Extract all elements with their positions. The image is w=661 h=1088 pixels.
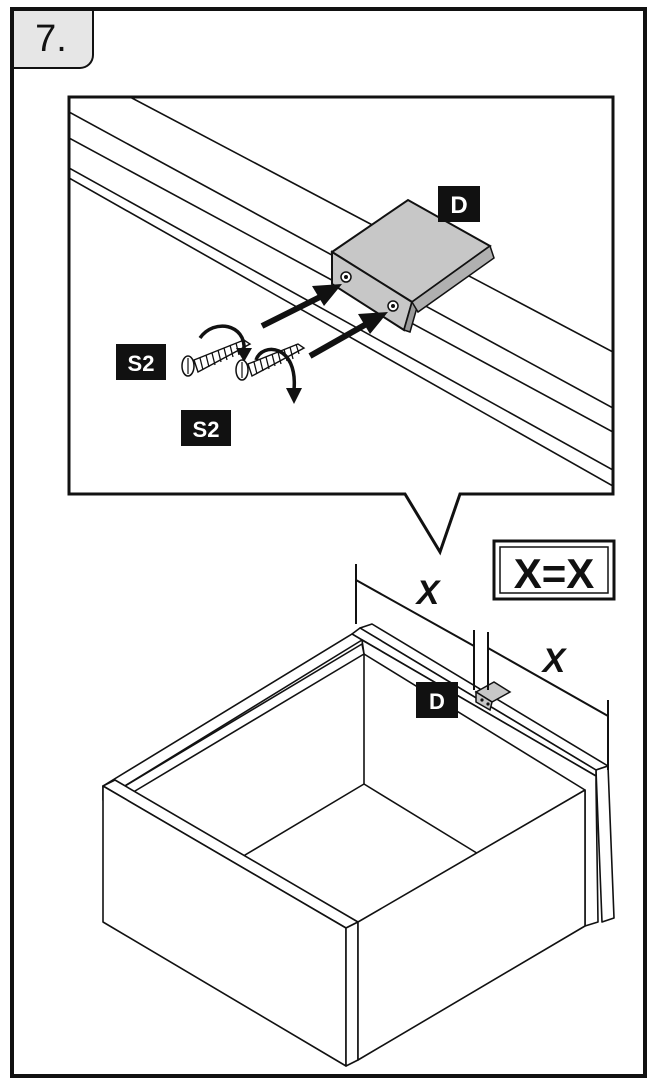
insert-arrow: [260, 284, 342, 329]
screw-s2-icon: [235, 343, 306, 404]
part-d-badge: [438, 186, 480, 222]
screw-2-badge: [181, 410, 231, 446]
dimension-left: [355, 564, 475, 690]
zoom-callout: D S2 S2: [67, 95, 615, 556]
part-d-small-label: D: [429, 689, 445, 714]
equation-label: X=X: [514, 550, 595, 597]
dimension-right: [487, 632, 609, 770]
drawer-box: [102, 623, 615, 1067]
step-frame: [10, 7, 647, 1078]
screw-s2-icon: [181, 324, 252, 377]
screw-1-badge: [116, 344, 166, 380]
part-d-label: D: [450, 192, 467, 219]
equation-box: [492, 539, 616, 601]
insert-arrow: [308, 312, 388, 359]
step-number: 7.: [14, 11, 94, 69]
dimension-left-label: X: [415, 574, 442, 612]
part-d-small-badge: [416, 682, 458, 718]
screw-1-label: S2: [128, 351, 155, 376]
callout-outline: [67, 95, 615, 556]
screw-2-label: S2: [193, 417, 220, 442]
bracket-d-on-drawer: [474, 681, 512, 712]
bracket-d: [330, 198, 495, 333]
dimension-right-label: X: [541, 642, 568, 680]
